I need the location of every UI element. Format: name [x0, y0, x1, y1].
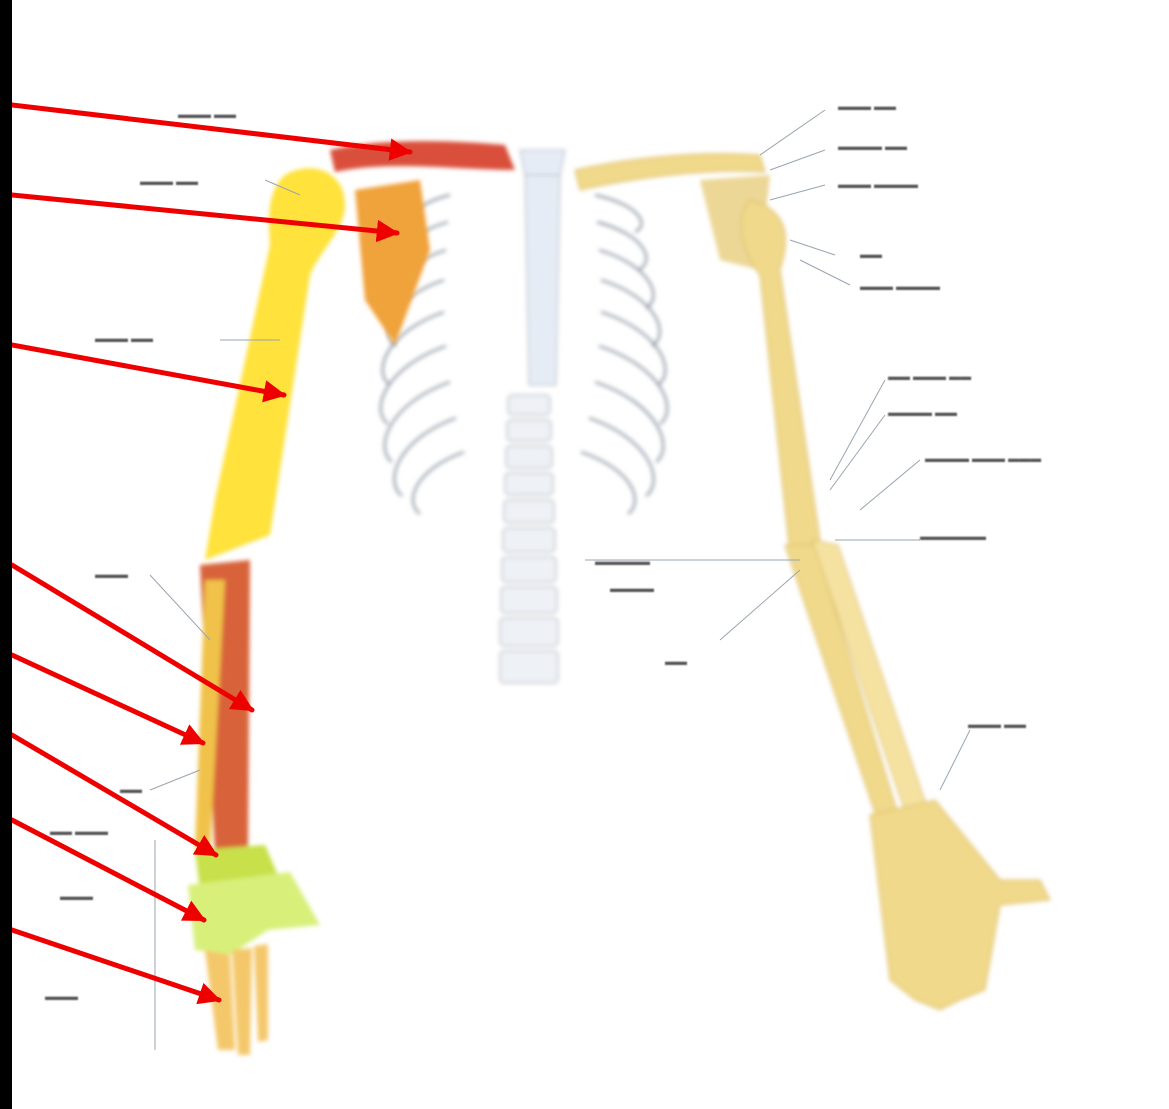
svg-text:▬▬ ▬▬▬ ▬▬: ▬▬ ▬▬▬ ▬▬ — [888, 371, 971, 383]
svg-text:▬▬▬ ▬▬▬▬: ▬▬▬ ▬▬▬▬ — [860, 281, 940, 293]
svg-text:▬▬▬ ▬▬: ▬▬▬ ▬▬ — [838, 101, 896, 113]
metacarpals-bones — [188, 872, 320, 955]
svg-text:▬▬▬ ▬▬: ▬▬▬ ▬▬ — [140, 176, 198, 188]
svg-text:▬▬▬: ▬▬▬ — [95, 569, 128, 581]
svg-text:▬▬▬: ▬▬▬ — [60, 891, 93, 903]
svg-text:▬▬▬ ▬▬▬▬: ▬▬▬ ▬▬▬▬ — [838, 179, 918, 191]
spine — [500, 395, 558, 683]
plain-arm — [575, 154, 1050, 1010]
scapula-bone — [355, 180, 430, 345]
svg-text:▬▬▬▬ ▬▬: ▬▬▬▬ ▬▬ — [838, 141, 907, 153]
plain-humerus — [741, 200, 820, 555]
svg-text:▬▬▬ ▬▬: ▬▬▬ ▬▬ — [178, 109, 236, 121]
svg-text:▬▬▬▬▬: ▬▬▬▬▬ — [595, 556, 650, 568]
skeleton-diagram: ▬▬▬ ▬▬ ▬▬▬ ▬▬ ▬▬▬ ▬▬ ▬▬▬ ▬▬ ▬▬ ▬▬▬ ▬▬▬ ▬… — [12, 0, 1169, 1109]
svg-text:▬▬: ▬▬ — [120, 784, 142, 796]
svg-text:▬▬▬ ▬▬: ▬▬▬ ▬▬ — [968, 719, 1026, 731]
svg-text:▬▬▬▬ ▬▬: ▬▬▬▬ ▬▬ — [888, 407, 957, 419]
arrow-phalanges — [12, 930, 219, 1000]
highlighted-arm — [188, 141, 515, 1055]
svg-text:▬▬▬▬▬▬: ▬▬▬▬▬▬ — [920, 531, 986, 543]
arrow-ulna — [12, 655, 203, 743]
svg-text:▬▬ ▬▬▬: ▬▬ ▬▬▬ — [50, 826, 108, 838]
svg-text:▬▬: ▬▬ — [665, 656, 687, 668]
svg-text:▬▬▬▬ ▬▬▬ ▬▬▬: ▬▬▬▬ ▬▬▬ ▬▬▬ — [925, 453, 1041, 465]
plain-hand — [870, 800, 1050, 1010]
svg-text:▬▬▬▬: ▬▬▬▬ — [610, 583, 654, 595]
svg-text:▬▬▬: ▬▬▬ — [45, 991, 78, 1003]
anatomy-figure: ▬▬▬ ▬▬ ▬▬▬ ▬▬ ▬▬▬ ▬▬ ▬▬▬ ▬▬ ▬▬ ▬▬▬ ▬▬▬ ▬… — [12, 0, 1169, 1109]
svg-text:▬▬▬ ▬▬: ▬▬▬ ▬▬ — [95, 333, 153, 345]
svg-text:▬▬: ▬▬ — [860, 249, 882, 261]
